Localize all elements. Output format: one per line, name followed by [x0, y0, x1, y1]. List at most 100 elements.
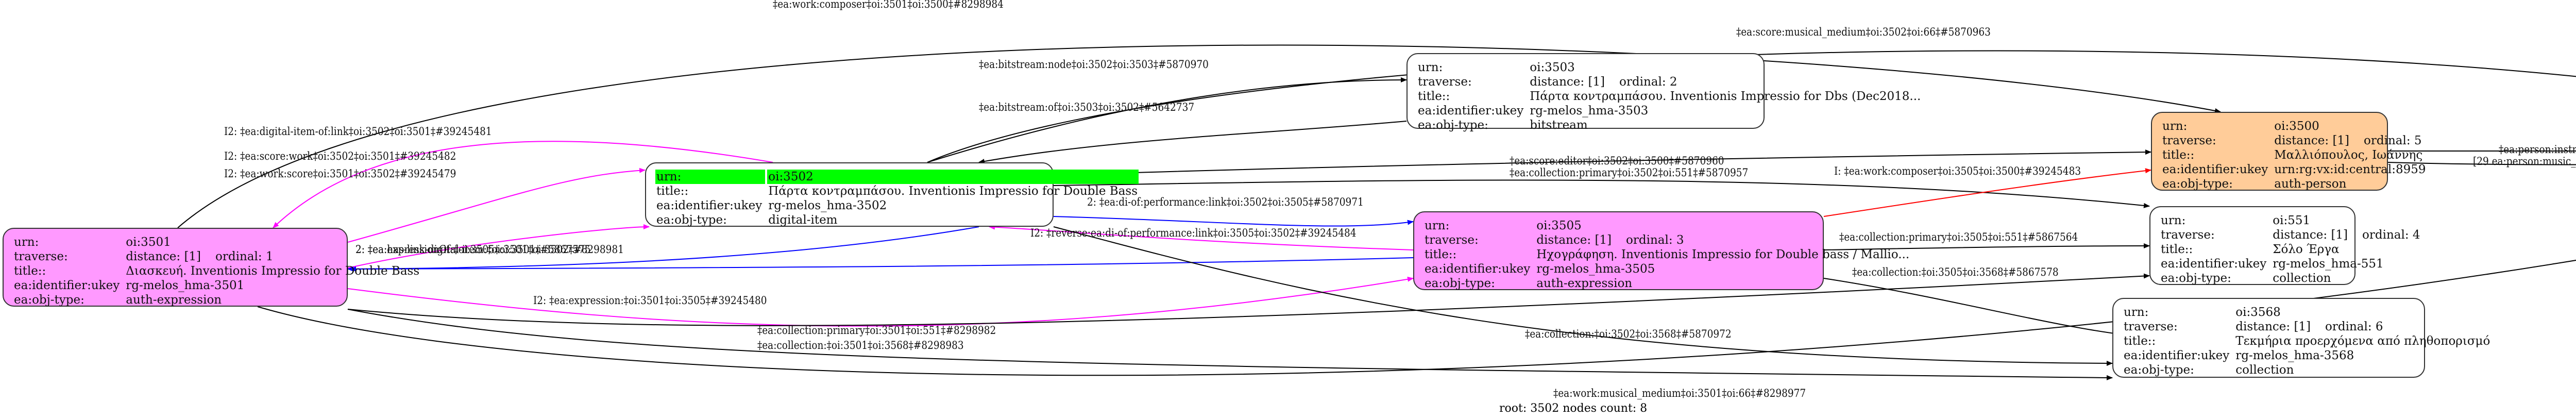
edge-label: [29 ea:person:music_studies]> ‡ea:person…: [2473, 155, 2576, 167]
node-field-row: title::Μαλλιόπουλος, Ιωάννης: [2161, 148, 2427, 162]
field-value: rg-melos_hma-3568: [2235, 349, 2354, 362]
field-key: ea:identifier:ukey: [2161, 257, 2267, 271]
field-value: distance: [1]ordinal: 1: [126, 250, 274, 263]
node-field-row: urn:oi:3502: [655, 170, 1139, 184]
graph-node[interactable]: urn: oi:3568 traverse: distance: [1]ordinal…: [2112, 298, 2490, 378]
field-value: oi:3501: [126, 236, 171, 249]
graph-edge[interactable]: [2387, 162, 2576, 165]
node-field-row: urn: oi:3568: [2123, 305, 2491, 320]
edge-label: ‡ea:bitstream:of‡oi:3503‡oi:3502‡#564273…: [979, 101, 1195, 113]
field-key: ea:obj-type:: [2124, 363, 2194, 377]
field-key: urn:: [14, 236, 39, 249]
graph-edge[interactable]: [978, 121, 1407, 164]
graph-edge[interactable]: [1053, 149, 2151, 176]
graph-edge[interactable]: [1823, 168, 2151, 217]
node-field-row: ea:obj-type:auth-expression: [1423, 276, 1910, 291]
ordinal-value: ordinal: 2: [1619, 75, 1677, 89]
edge-label: ‡ea:work:composer‡oi:3501‡oi:3500‡#82989…: [773, 0, 1004, 10]
node-field-row: traverse: distance: [1]ordinal: 4: [2160, 228, 2421, 242]
field-value: distance: [1]ordinal: 5: [2274, 134, 2422, 147]
graph-edge[interactable]: [1053, 179, 2150, 208]
graph-edge[interactable]: [1823, 243, 2150, 250]
field-value: oi:3568: [2235, 306, 2281, 319]
edge-label: ‡ea:collection:primary‡oi:3501‡oi:551‡#8…: [757, 324, 996, 337]
field-key: traverse:: [1425, 233, 1479, 247]
field-value: Ηχογράφηση. Inventionis Impressio for Do…: [1536, 248, 1910, 261]
node-field-row: ea:obj-type:digital-item: [655, 213, 1139, 227]
field-key: ea:obj-type:: [2161, 272, 2231, 285]
graph-edge[interactable]: [1823, 278, 2150, 340]
ordinal-value: ordinal: 5: [2364, 134, 2422, 147]
edge-label: ‡ea:bitstream:node‡oi:3502‡oi:3503‡#5870…: [979, 58, 1209, 71]
graph-edge[interactable]: [350, 257, 1414, 272]
field-key: traverse:: [2162, 134, 2216, 147]
field-key: urn:: [655, 170, 766, 184]
graph-edge[interactable]: [347, 276, 1414, 327]
field-key: ea:obj-type:: [1418, 119, 1488, 132]
ordinal-value: ordinal: 6: [2325, 320, 2383, 333]
graph-edge[interactable]: [347, 273, 2150, 326]
edge-label: I2: ‡ea:work:score‡oi:3501‡oi:3502‡#3924…: [224, 167, 456, 180]
field-key: urn:: [2162, 120, 2188, 133]
field-value: collection: [2273, 272, 2331, 285]
node-field-row: ea:obj-type: bitstream: [1417, 118, 1922, 132]
graph-edge[interactable]: [273, 141, 773, 228]
graph-edge[interactable]: [927, 77, 1407, 163]
field-value: Πάρτα κοντραμπάσου. Inventionis Impressi…: [768, 185, 1138, 198]
graph-edge[interactable]: [177, 44, 2221, 228]
field-value: bitstream: [1530, 119, 1588, 132]
graph-edge[interactable]: [347, 224, 650, 269]
field-value: Σόλο Έργα: [2273, 243, 2340, 256]
field-value: auth-person: [2274, 177, 2347, 191]
field-key: traverse:: [2124, 320, 2178, 333]
graph-edge[interactable]: [347, 309, 2113, 380]
graph-edge[interactable]: [347, 167, 646, 243]
field-key: traverse:: [1418, 75, 1472, 89]
node-field-row: traverse:distance: [1]ordinal: 1: [13, 249, 420, 264]
field-value: rg-melos_hma-3503: [1530, 104, 1649, 118]
edge-label: ‡ea:collection:‡oi:3505‡oi:3568‡#5867578: [1852, 266, 2059, 278]
field-key: traverse:: [2161, 228, 2215, 242]
graph-edge[interactable]: [989, 224, 1414, 250]
ordinal-value: ordinal: 4: [2362, 228, 2420, 242]
field-key: urn:: [2124, 306, 2149, 319]
field-value: distance: [1]ordinal: 6: [2235, 320, 2383, 333]
node-field-row: urn: oi:3501: [13, 235, 420, 249]
edge-label: ‡ea:collection:‡oi:3502‡oi:3568‡#5870972: [1525, 328, 1732, 340]
graph-edge[interactable]: [257, 191, 2576, 376]
field-value: rg-melos_hma-3501: [126, 279, 245, 292]
field-value: distance: [1]ordinal: 4: [2273, 228, 2420, 242]
node-field-row: ea:obj-type: collection: [2160, 271, 2421, 286]
edge-label: ‡ea:work:musical_medium‡oi:3501‡oi:66‡#8…: [1553, 387, 1806, 399]
graph-edge[interactable]: [1053, 226, 2113, 366]
field-key: title::: [2162, 148, 2195, 162]
field-key: ea:obj-type:: [1425, 277, 1495, 290]
field-key: urn:: [2161, 214, 2186, 227]
field-key: title::: [656, 185, 689, 198]
field-value: rg-melos_hma-3502: [768, 199, 887, 212]
node-field-row: title::Σόλο Έργα: [2160, 242, 2421, 257]
node-field-row: urn:oi:3505: [1423, 219, 1910, 233]
graph-edge[interactable]: [347, 226, 979, 272]
node-field-row: ea:obj-type:collection: [2123, 363, 2491, 377]
field-key: ea:identifier:ukey: [14, 279, 120, 292]
field-key: ea:identifier:ukey: [2162, 163, 2268, 176]
field-value: rg-melos_hma-3505: [1536, 262, 1655, 276]
node-field-row: traverse:distance: [1]ordinal: 2: [1417, 75, 1922, 89]
graph-edge[interactable]: [1053, 216, 1414, 227]
node-field-row: ea:obj-type:auth-person: [2161, 177, 2427, 191]
